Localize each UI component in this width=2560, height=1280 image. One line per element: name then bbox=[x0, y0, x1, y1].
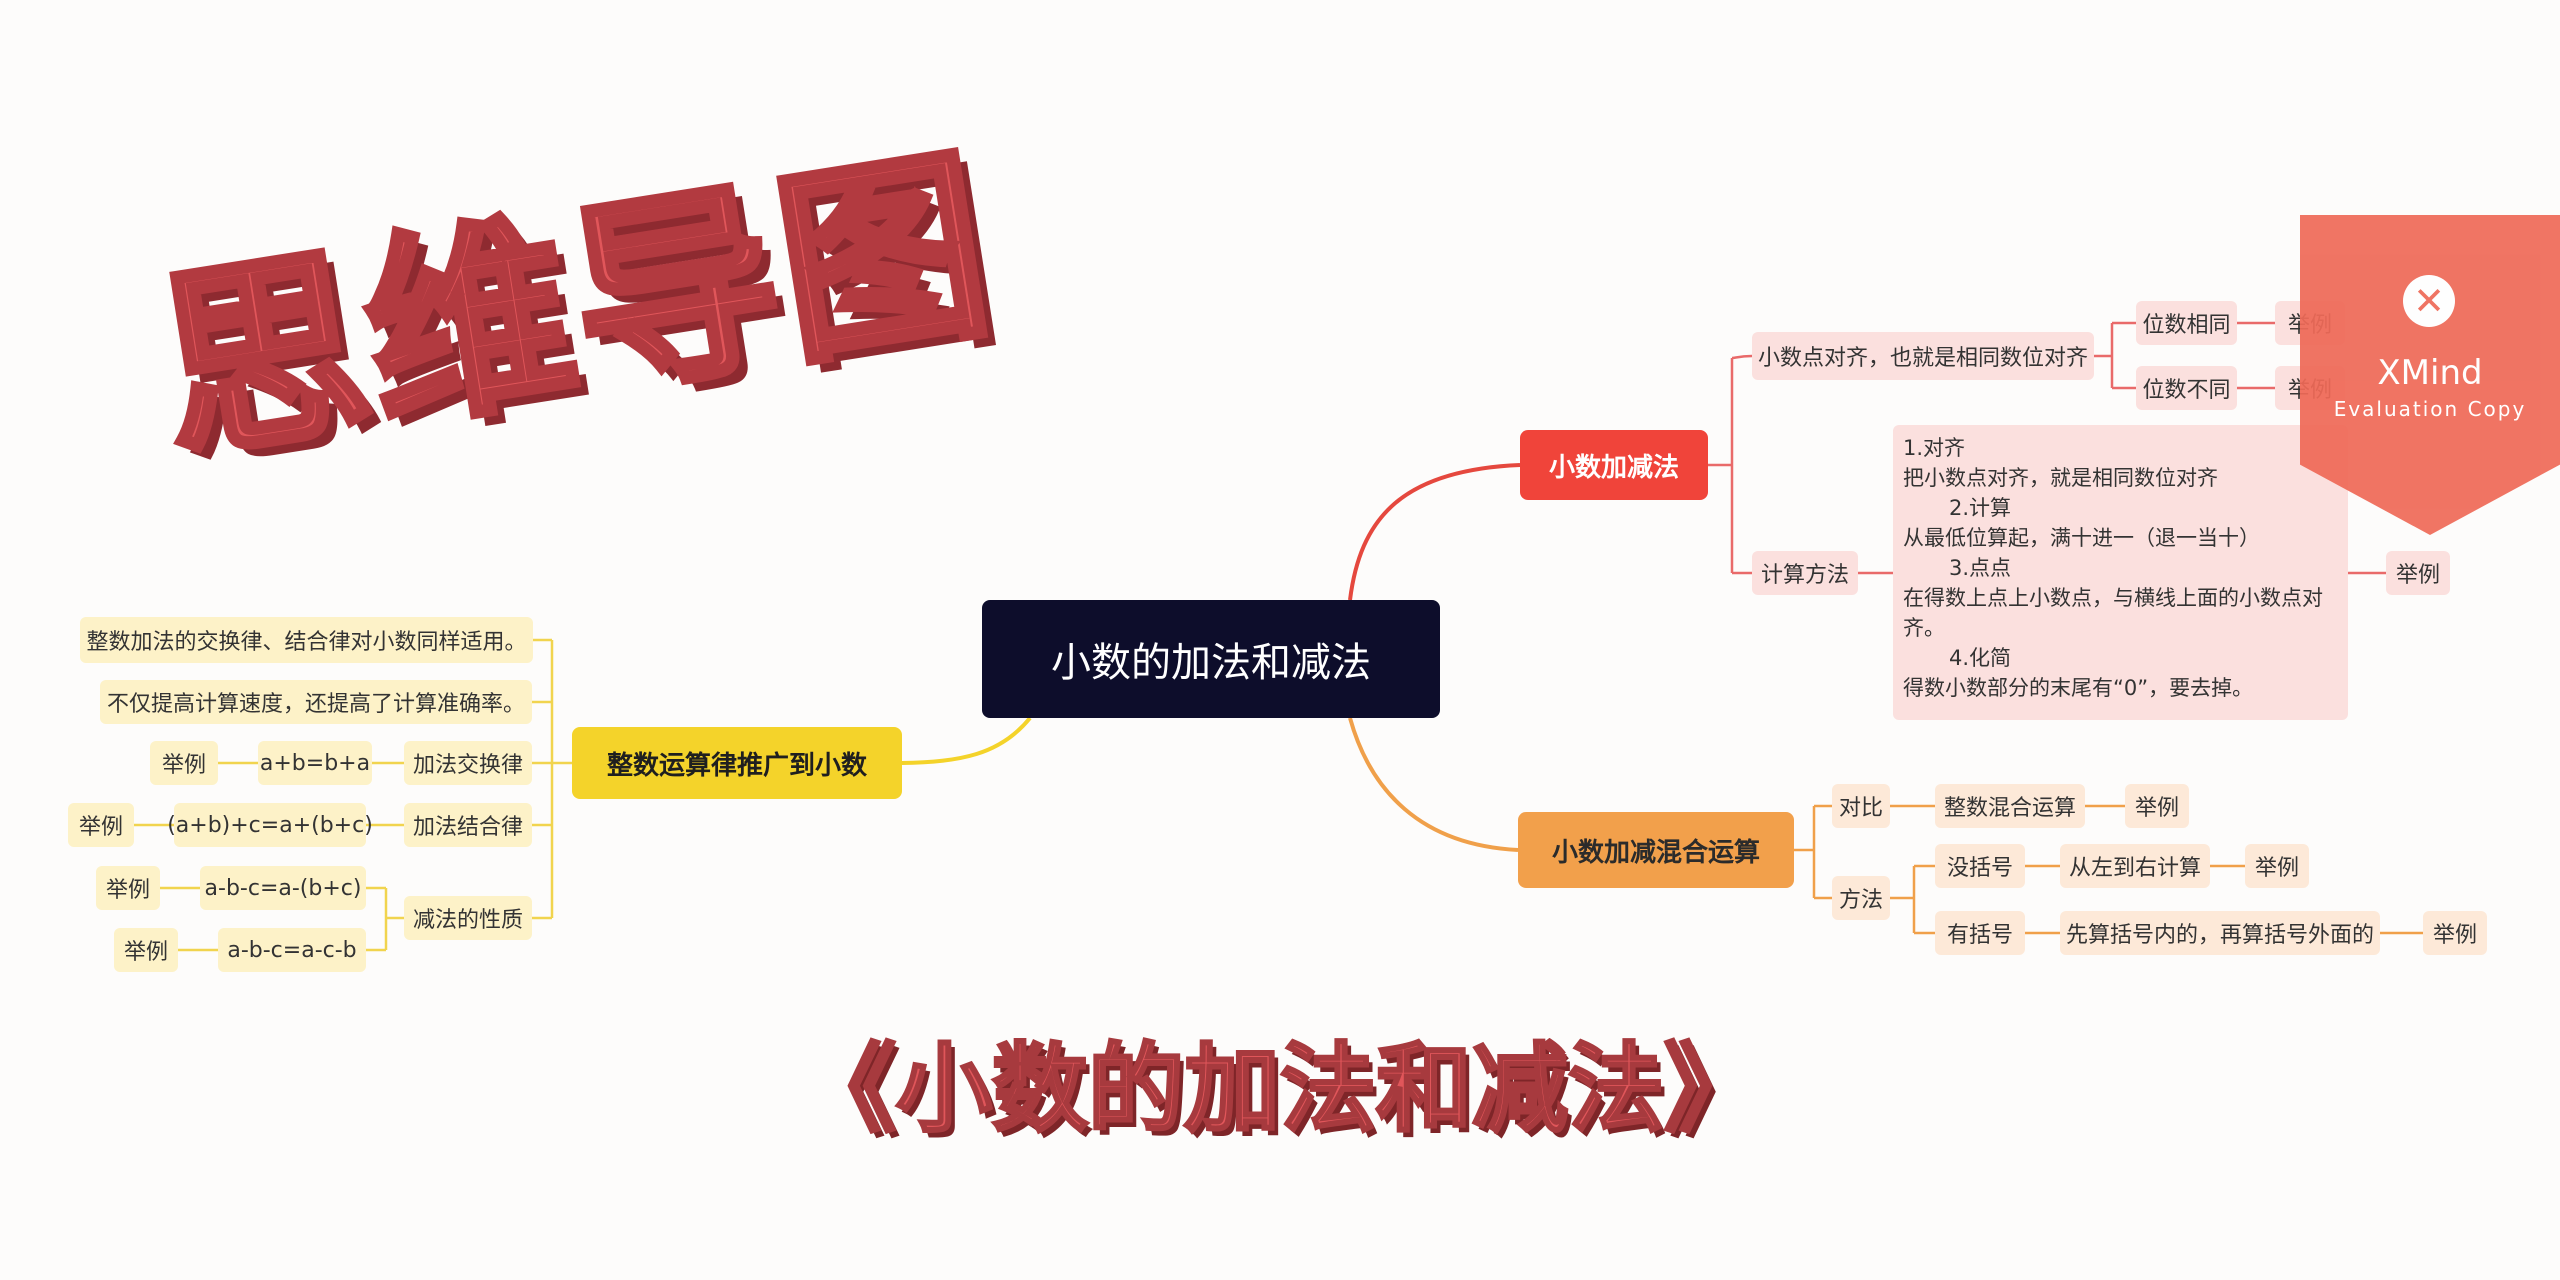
formula-commutative[interactable]: a+b=b+a bbox=[258, 741, 372, 785]
subtopic-associative[interactable]: 加法结合律 bbox=[404, 803, 532, 847]
subtopic-calc-method[interactable]: 计算方法 bbox=[1752, 551, 1858, 595]
subtopic-diff-digits[interactable]: 位数不同 bbox=[2136, 366, 2237, 410]
central-topic[interactable]: 小数的加法和减法 bbox=[982, 600, 1440, 718]
poster-subtitle: 《小数的加法和减法》 bbox=[799, 1031, 1762, 1146]
example-no-bracket[interactable]: 举例 bbox=[2245, 844, 2309, 888]
subtopic-method[interactable]: 方法 bbox=[1832, 876, 1890, 920]
watermark-note: Evaluation Copy bbox=[2333, 397, 2527, 421]
example-subtraction-2[interactable]: 举例 bbox=[114, 928, 178, 972]
formula-associative[interactable]: (a+b)+c=a+(b+c) bbox=[167, 803, 373, 847]
subtopic-integer-mixed[interactable]: 整数混合运算 bbox=[1935, 784, 2085, 828]
example-calc-method[interactable]: 举例 bbox=[2386, 551, 2450, 595]
calc-step-line: 从最低位算起，满十进一（退一当十） bbox=[1903, 526, 2260, 550]
calc-step-line: 在得数上点上小数点，与横线上面的小数点对 bbox=[1903, 586, 2323, 610]
rule-bracket-first[interactable]: 先算括号内的，再算括号外面的 bbox=[2060, 911, 2380, 955]
example-subtraction-1[interactable]: 举例 bbox=[96, 866, 160, 910]
calc-step-line: 2.计算 bbox=[1949, 496, 2012, 520]
subtopic-no-bracket[interactable]: 没括号 bbox=[1935, 844, 2025, 888]
subtopic-commutative[interactable]: 加法交换律 bbox=[404, 741, 532, 785]
note-laws-apply[interactable]: 整数加法的交换律、结合律对小数同样适用。 bbox=[80, 617, 533, 663]
xmind-watermark: ✕ XMind Evaluation Copy bbox=[2300, 215, 2560, 535]
calc-step-line: 3.点点 bbox=[1949, 556, 2012, 580]
subtopic-subtraction-property[interactable]: 减法的性质 bbox=[404, 896, 532, 940]
formula-subtraction-2[interactable]: a-b-c=a-c-b bbox=[218, 928, 366, 972]
calc-step-line: 把小数点对齐，就是相同数位对齐 bbox=[1903, 466, 2218, 490]
rule-left-to-right[interactable]: 从左到右计算 bbox=[2060, 844, 2210, 888]
calc-step-line: 得数小数部分的末尾有“0”，要去掉。 bbox=[1903, 676, 2254, 700]
subtopic-with-bracket[interactable]: 有括号 bbox=[1935, 911, 2025, 955]
subtopic-same-digits[interactable]: 位数相同 bbox=[2136, 301, 2237, 345]
xmind-logo-icon: ✕ bbox=[2403, 275, 2455, 327]
calc-step-line: 齐。 bbox=[1903, 616, 1945, 640]
formula-subtraction-1[interactable]: a-b-c=a-(b+c) bbox=[200, 866, 366, 910]
subtopic-compare[interactable]: 对比 bbox=[1832, 784, 1890, 828]
topic-mixed-operation[interactable]: 小数加减混合运算 bbox=[1518, 812, 1794, 888]
note-improve-accuracy[interactable]: 不仅提高计算速度，还提高了计算准确率。 bbox=[100, 680, 532, 724]
example-commutative[interactable]: 举例 bbox=[150, 741, 218, 785]
topic-laws-extended[interactable]: 整数运算律推广到小数 bbox=[572, 727, 902, 799]
calc-steps-box[interactable]: 1.对齐 把小数点对齐，就是相同数位对齐 2.计算 从最低位算起，满十进一（退一… bbox=[1893, 425, 2348, 720]
calc-step-line: 1.对齐 bbox=[1903, 436, 1966, 460]
example-with-bracket[interactable]: 举例 bbox=[2423, 911, 2487, 955]
topic-decimal-add-sub[interactable]: 小数加减法 bbox=[1520, 430, 1708, 500]
subtopic-align-point[interactable]: 小数点对齐，也就是相同数位对齐 bbox=[1752, 332, 2094, 380]
example-compare[interactable]: 举例 bbox=[2125, 784, 2189, 828]
example-associative[interactable]: 举例 bbox=[68, 803, 134, 847]
calc-step-line: 4.化简 bbox=[1949, 646, 2012, 670]
watermark-brand: XMind bbox=[2377, 353, 2483, 393]
